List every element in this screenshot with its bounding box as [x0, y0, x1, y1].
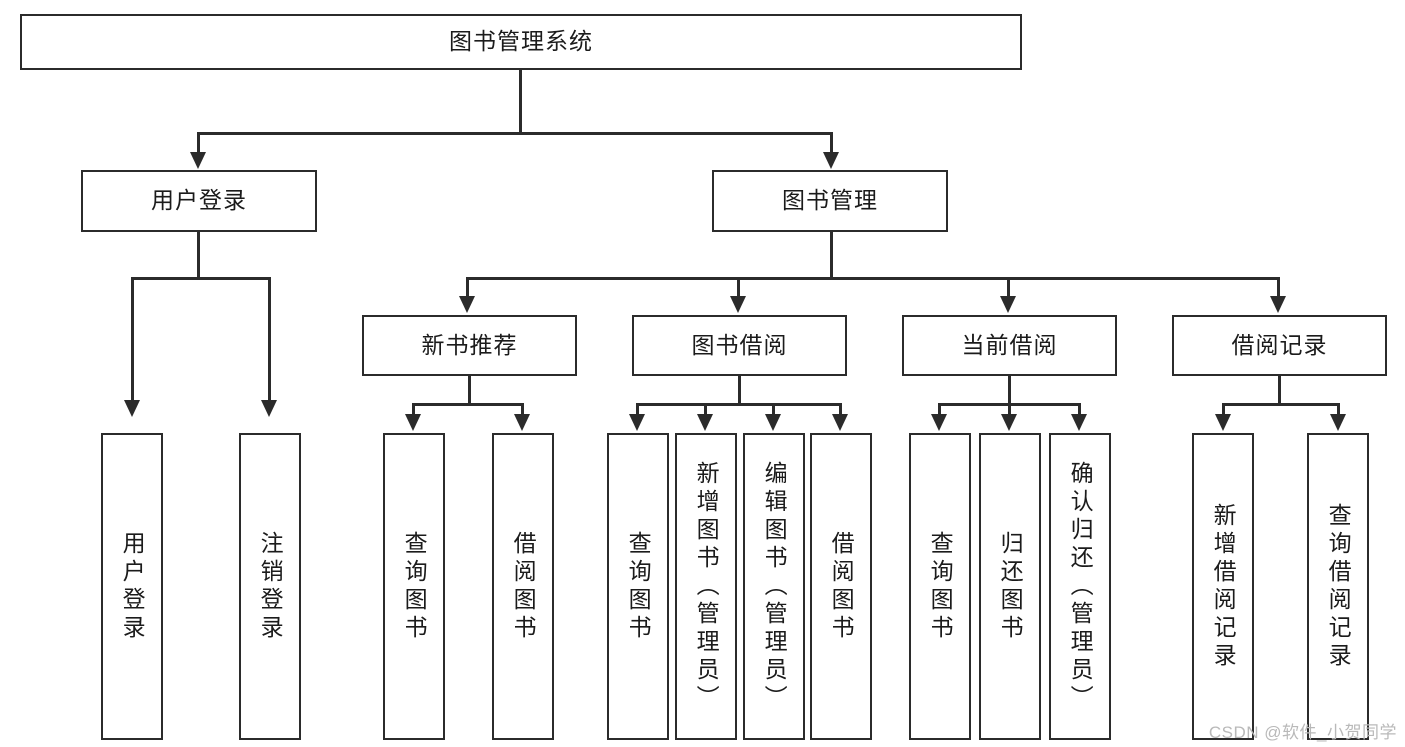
connector-bookmanage-drop-2	[737, 277, 740, 298]
connector-bookborrow-drop-2	[704, 403, 707, 415]
arrowhead-cb-return	[1001, 414, 1017, 431]
connector-bookmanage-drop-4	[1277, 277, 1280, 298]
arrowhead-cb-query	[931, 414, 947, 431]
node-root-book-management-system[interactable]: 图书管理系统	[20, 14, 1022, 70]
leaf-bookborrow-query-book[interactable]: 查询图书	[607, 433, 669, 740]
connector-root-drop-2	[830, 132, 833, 154]
connector-bookmanage-stem	[830, 232, 833, 280]
connector-bookborrow-drop-1	[636, 403, 639, 415]
arrowhead-bb-edit	[765, 414, 781, 431]
connector-bookmanage-drop-1	[466, 277, 469, 298]
leaf-label: 新增图书（管理员）	[693, 460, 720, 713]
connector-currentborrow-drop-3	[1078, 403, 1081, 415]
arrowhead-cb-confirm	[1071, 414, 1087, 431]
connector-root-bus	[197, 132, 833, 135]
arrowhead-br-query	[1330, 414, 1346, 431]
arrowhead-br-add	[1215, 414, 1231, 431]
connector-newbook-drop-2	[521, 403, 524, 415]
arrowhead-leaf-logout	[261, 400, 277, 417]
leaf-label: 查询借阅记录	[1325, 502, 1352, 671]
connector-currentborrow-drop-1	[938, 403, 941, 415]
connector-userlogin-bus	[131, 277, 271, 280]
leaf-label: 注销登录	[257, 530, 284, 643]
arrowhead-book-manage	[823, 152, 839, 169]
connector-userlogin-drop-1	[131, 277, 134, 402]
leaf-label: 查询图书	[625, 530, 652, 643]
connector-root-stem	[519, 70, 522, 134]
leaf-bookborrow-edit-book-admin[interactable]: 编辑图书（管理员）	[743, 433, 805, 740]
arrowhead-bb-query	[629, 414, 645, 431]
leaf-label: 归还图书	[997, 530, 1024, 643]
arrowhead-leaf-user-login	[124, 400, 140, 417]
connector-userlogin-stem	[197, 232, 200, 280]
connector-borrowrecord-stem	[1278, 376, 1281, 406]
connector-newbook-bus	[412, 403, 524, 406]
leaf-label: 查询图书	[401, 530, 428, 643]
leaf-borrowrecord-add-record[interactable]: 新增借阅记录	[1192, 433, 1254, 740]
leaf-label: 编辑图书（管理员）	[761, 460, 788, 713]
leaf-bookborrow-add-book-admin[interactable]: 新增图书（管理员）	[675, 433, 737, 740]
connector-bookborrow-drop-4	[839, 403, 842, 415]
connector-currentborrow-drop-2	[1008, 403, 1011, 415]
leaf-currentborrow-confirm-return-admin[interactable]: 确认归还（管理员）	[1049, 433, 1111, 740]
connector-newbook-drop-1	[412, 403, 415, 415]
connector-userlogin-drop-2	[268, 277, 271, 402]
connector-newbook-stem	[468, 376, 471, 406]
connector-root-drop-1	[197, 132, 200, 154]
connector-bookborrow-bus	[636, 403, 842, 406]
leaf-label: 借阅图书	[510, 530, 537, 643]
leaf-currentborrow-query-book[interactable]: 查询图书	[909, 433, 971, 740]
leaf-label: 新增借阅记录	[1210, 502, 1237, 671]
leaf-label: 确认归还（管理员）	[1067, 460, 1094, 713]
leaf-label: 查询图书	[927, 530, 954, 643]
node-book-borrow[interactable]: 图书借阅	[632, 315, 847, 376]
arrowhead-book-borrow	[730, 296, 746, 313]
arrowhead-borrow-record	[1270, 296, 1286, 313]
node-user-login[interactable]: 用户登录	[81, 170, 317, 232]
arrowhead-current-borrow	[1000, 296, 1016, 313]
connector-bookborrow-drop-3	[772, 403, 775, 415]
connector-currentborrow-stem	[1008, 376, 1011, 406]
connector-borrowrecord-drop-2	[1337, 403, 1340, 415]
leaf-label: 借阅图书	[828, 530, 855, 643]
leaf-newbook-query-book[interactable]: 查询图书	[383, 433, 445, 740]
connector-bookmanage-bus	[466, 277, 1280, 280]
leaf-bookborrow-borrow-book[interactable]: 借阅图书	[810, 433, 872, 740]
arrowhead-new-book	[459, 296, 475, 313]
arrowhead-user-login	[190, 152, 206, 169]
leaf-logout[interactable]: 注销登录	[239, 433, 301, 740]
node-borrow-record[interactable]: 借阅记录	[1172, 315, 1387, 376]
node-book-management[interactable]: 图书管理	[712, 170, 948, 232]
leaf-newbook-borrow-book[interactable]: 借阅图书	[492, 433, 554, 740]
arrowhead-newbook-borrow	[514, 414, 530, 431]
arrowhead-newbook-query	[405, 414, 421, 431]
node-current-borrow[interactable]: 当前借阅	[902, 315, 1117, 376]
arrowhead-bb-add	[697, 414, 713, 431]
arrowhead-bb-borrow	[832, 414, 848, 431]
connector-bookmanage-drop-3	[1007, 277, 1010, 298]
leaf-borrowrecord-query-record[interactable]: 查询借阅记录	[1307, 433, 1369, 740]
leaf-user-login[interactable]: 用户登录	[101, 433, 163, 740]
leaf-label: 用户登录	[119, 530, 146, 643]
node-new-book-recommend[interactable]: 新书推荐	[362, 315, 577, 376]
connector-borrowrecord-drop-1	[1222, 403, 1225, 415]
connector-borrowrecord-bus	[1222, 403, 1340, 406]
connector-bookborrow-stem	[738, 376, 741, 406]
leaf-currentborrow-return-book[interactable]: 归还图书	[979, 433, 1041, 740]
